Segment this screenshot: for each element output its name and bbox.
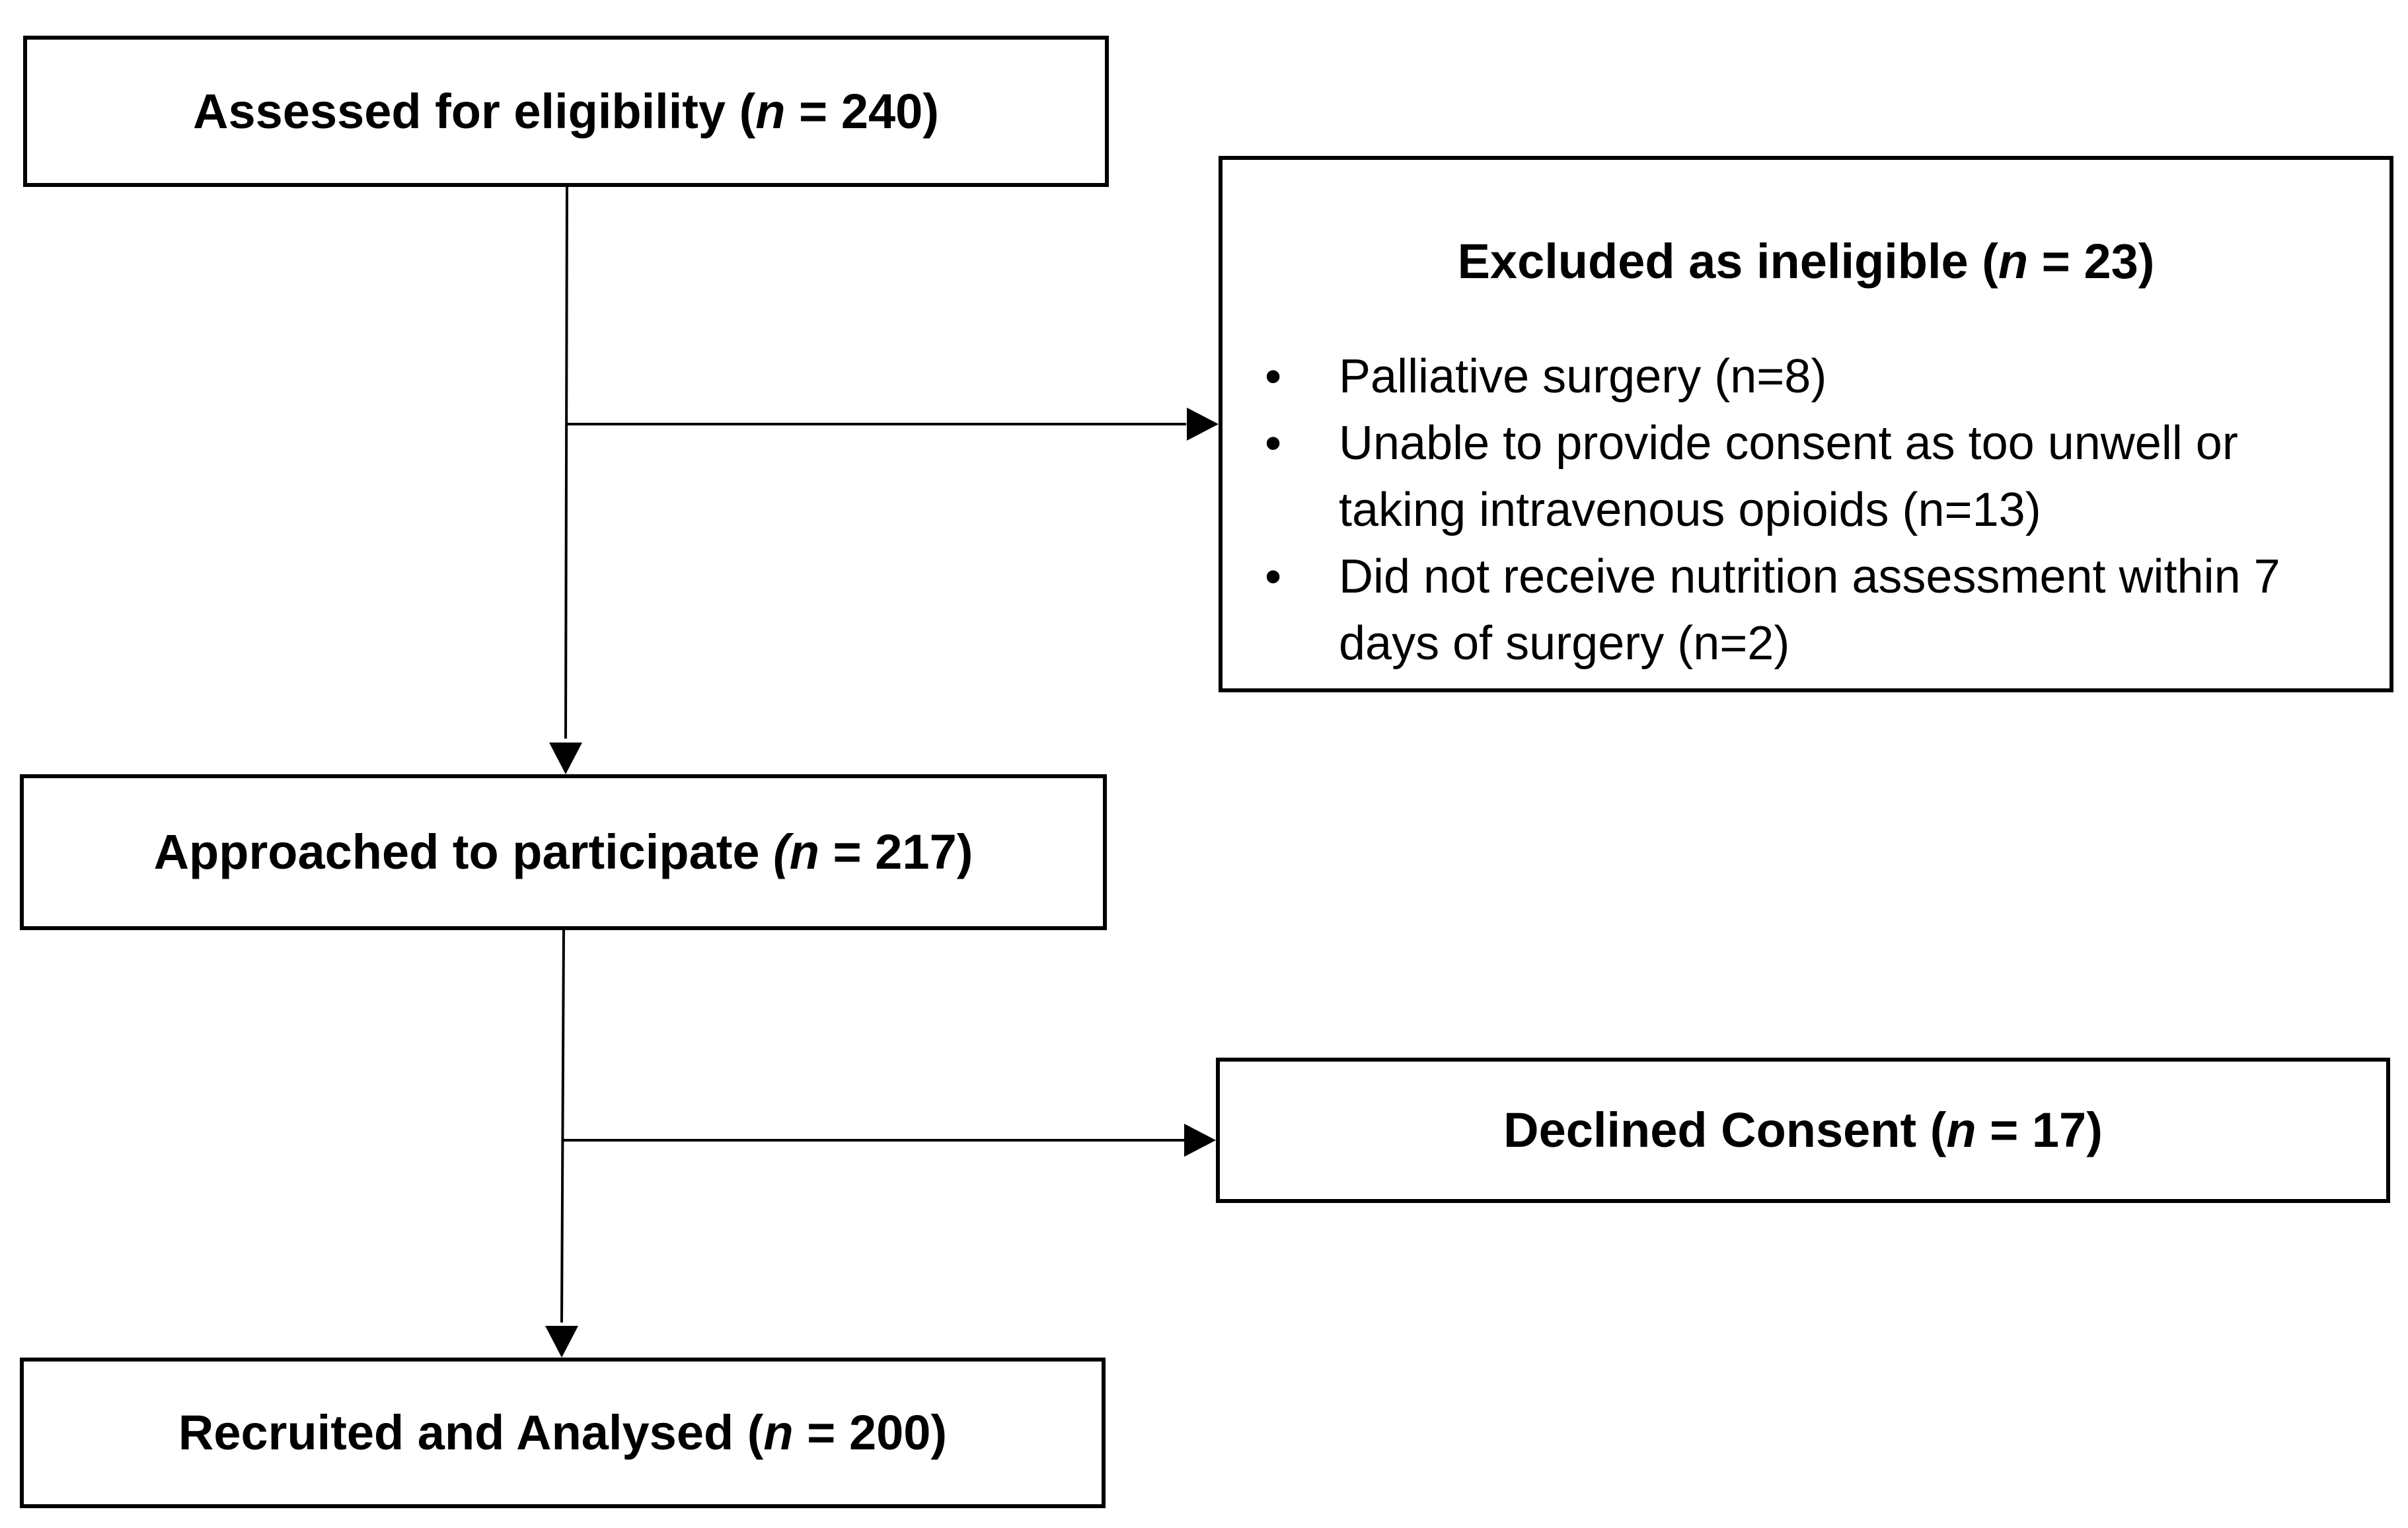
arrowhead-recruited [545, 1326, 578, 1358]
bullet-icon: • [1265, 550, 1282, 603]
assessed-title: Assessed for eligibility (n = 240) [193, 83, 939, 139]
exclusion-reason: •Palliative surgery (n=8) [1223, 344, 2389, 410]
excluded-title: Excluded as ineligible (n = 23) [1457, 234, 2155, 289]
connector-assessed-to-approached [564, 186, 568, 739]
declined-title: Declined Consent (n = 17) [1503, 1103, 2103, 1157]
bullet-icon: • [1265, 350, 1282, 403]
n-symbol: n [763, 1405, 794, 1460]
approached-title: Approached to participate (n = 217) [153, 824, 973, 879]
n-symbol: n [1946, 1103, 1976, 1157]
assessed-box: Assessed for eligibility (n = 240) [23, 36, 1109, 187]
exclusion-reason: •Unable to provide consent as too unwell… [1223, 410, 2389, 544]
approached-box: Approached to participate (n = 217) [20, 774, 1107, 930]
recruited-box: Recruited and Analysed (n = 200) [20, 1358, 1106, 1508]
arrowhead-excluded [1187, 408, 1219, 441]
n-symbol: n [755, 83, 786, 139]
n-symbol: (n [773, 824, 819, 879]
connector-approached-to-recruited [560, 929, 565, 1323]
excluded-box: Excluded as ineligible (n = 23) •Palliat… [1219, 156, 2393, 692]
recruited-title: Recruited and Analysed (n = 200) [178, 1405, 948, 1460]
exclusion-reasons-list: •Palliative surgery (n=8) •Unable to pro… [1223, 344, 2389, 677]
exclusion-reason: •Did not receive nutrition assessment wi… [1223, 544, 2389, 677]
bullet-icon: • [1265, 417, 1282, 470]
arrowhead-approached [549, 743, 582, 774]
n-symbol: n [1998, 234, 2029, 289]
arrowhead-declined [1184, 1124, 1216, 1157]
declined-box: Declined Consent (n = 17) [1216, 1058, 2390, 1203]
